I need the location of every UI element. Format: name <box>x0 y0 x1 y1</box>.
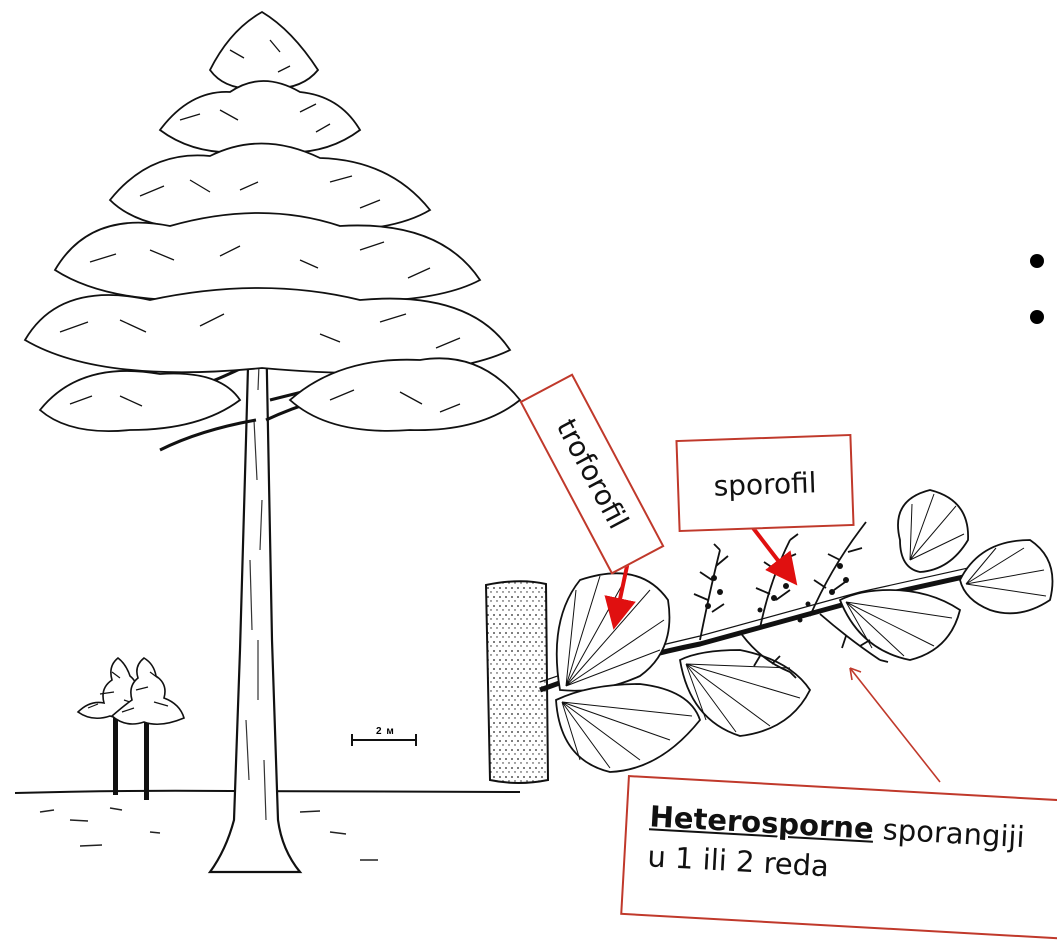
label-sporofil-text: sporofil <box>713 466 817 503</box>
bullet-dot-1 <box>1030 254 1044 268</box>
illustration <box>0 0 1057 893</box>
bullet-dot-2 <box>1030 310 1044 324</box>
scale-label: 2 м <box>376 726 395 737</box>
main-tree <box>25 12 520 872</box>
branch-detail <box>486 490 1053 783</box>
label-heterosporne: Heterosporne sporangiji u 1 ili 2 reda <box>620 775 1057 940</box>
label-heterosporne-rest: sporangiji <box>873 812 1026 854</box>
label-sporofil: sporofil <box>675 434 854 532</box>
